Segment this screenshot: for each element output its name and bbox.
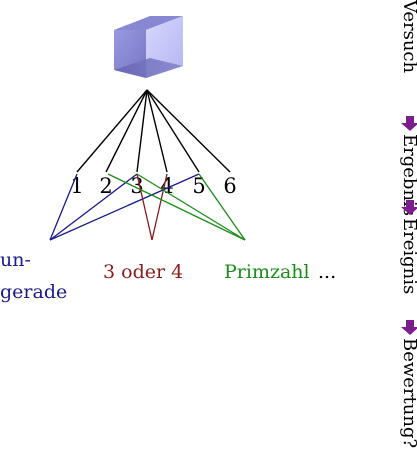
event-line-2-5 <box>198 173 246 241</box>
side-label-ergebnis: Ergebnis <box>399 134 417 216</box>
event-line-0-1 <box>49 173 78 241</box>
tree-line-6 <box>146 89 231 173</box>
event-line-2-3 <box>136 173 246 241</box>
side-label-versuch: Versuch <box>399 0 417 74</box>
arrow-icon-2 <box>401 200 417 215</box>
event-line-0-3 <box>49 173 138 241</box>
outcome-6: 6 <box>223 174 236 198</box>
outcome-5: 5 <box>192 174 205 198</box>
side-label-ereignis: Ereignis <box>399 218 417 294</box>
event-label-prime: Primzahl <box>224 261 310 283</box>
die-cube-icon <box>114 16 183 78</box>
tree-line-4 <box>146 89 168 173</box>
die-to-outcome-lines <box>76 89 231 173</box>
arrow-icon-3 <box>401 320 417 335</box>
event-line-0-5 <box>49 173 200 241</box>
outcome-2: 2 <box>99 174 112 198</box>
tree-line-3 <box>136 89 148 173</box>
side-caption: Versuch Ergebnis Ereignis Bewertung? <box>399 0 417 448</box>
arrow-icon-1 <box>401 116 417 131</box>
outcome-4: 4 <box>160 174 173 198</box>
tree-line-5 <box>146 89 200 173</box>
tree-line-1 <box>76 89 148 173</box>
event-label-odd: un- gerade <box>0 249 67 303</box>
tree-line-2 <box>105 89 148 173</box>
event-ellipsis: ... <box>318 261 336 283</box>
event-line-1-4 <box>151 173 168 241</box>
outcome-3: 3 <box>130 174 143 198</box>
event-label-3-or-4: 3 oder 4 <box>103 261 183 283</box>
event-label-odd-line-1: un- <box>0 249 31 271</box>
event-line-2-2 <box>107 173 246 241</box>
event-connection-lines <box>49 173 246 241</box>
side-label-bewertung: Bewertung? <box>399 338 417 448</box>
event-line-1-3 <box>136 173 153 241</box>
event-label-odd-line-2: gerade <box>0 281 67 303</box>
outcome-1: 1 <box>70 174 83 198</box>
